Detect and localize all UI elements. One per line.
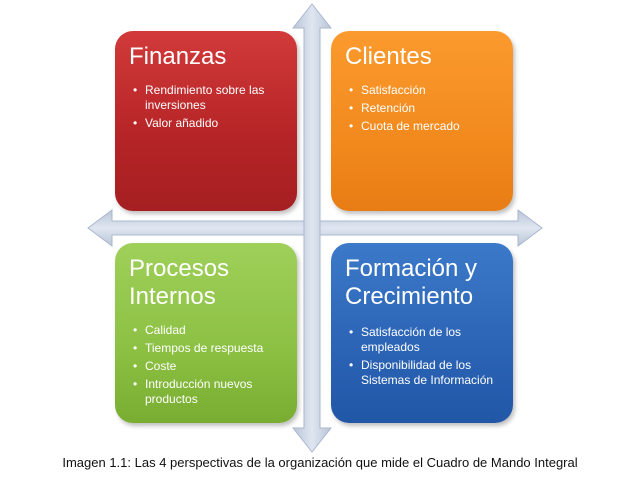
list-item: Calidad bbox=[133, 323, 283, 338]
list-item: Rendimiento sobre las inversiones bbox=[133, 83, 283, 113]
vertical-arrow bbox=[291, 3, 333, 453]
list-item: Retención bbox=[349, 101, 499, 116]
quadrant-title: Procesos Internos bbox=[129, 255, 230, 310]
quadrant-list: Satisfacción de los empleados Disponibil… bbox=[345, 325, 499, 388]
quadrant-formacion: Formación y Crecimiento Satisfacción de … bbox=[331, 243, 513, 423]
list-item: Valor añadido bbox=[133, 116, 283, 131]
quadrant-clientes: Clientes Satisfacción Retención Cuota de… bbox=[331, 31, 513, 211]
list-item: Coste bbox=[133, 359, 283, 374]
quadrant-procesos: Procesos Internos Calidad Tiempos de res… bbox=[115, 243, 297, 423]
quadrant-list: Satisfacción Retención Cuota de mercado bbox=[345, 83, 499, 134]
quadrant-list: Calidad Tiempos de respuesta Coste Intro… bbox=[129, 323, 283, 407]
list-item: Disponibilidad de los Sistemas de Inform… bbox=[349, 358, 499, 388]
figure-caption: Imagen 1.1: Las 4 perspectivas de la org… bbox=[62, 455, 578, 470]
quadrant-title: Formación y Crecimiento bbox=[345, 255, 478, 310]
quadrant-title: Finanzas bbox=[129, 43, 227, 70]
list-item: Satisfacción bbox=[349, 83, 499, 98]
list-item: Tiempos de respuesta bbox=[133, 341, 283, 356]
list-item: Cuota de mercado bbox=[349, 119, 499, 134]
quadrant-title: Clientes bbox=[345, 43, 432, 70]
list-item: Satisfacción de los empleados bbox=[349, 325, 499, 355]
list-item: Introducción nuevos productos bbox=[133, 377, 283, 407]
quadrant-list: Rendimiento sobre las inversiones Valor … bbox=[129, 83, 283, 131]
quadrant-finanzas: Finanzas Rendimiento sobre las inversion… bbox=[115, 31, 297, 211]
